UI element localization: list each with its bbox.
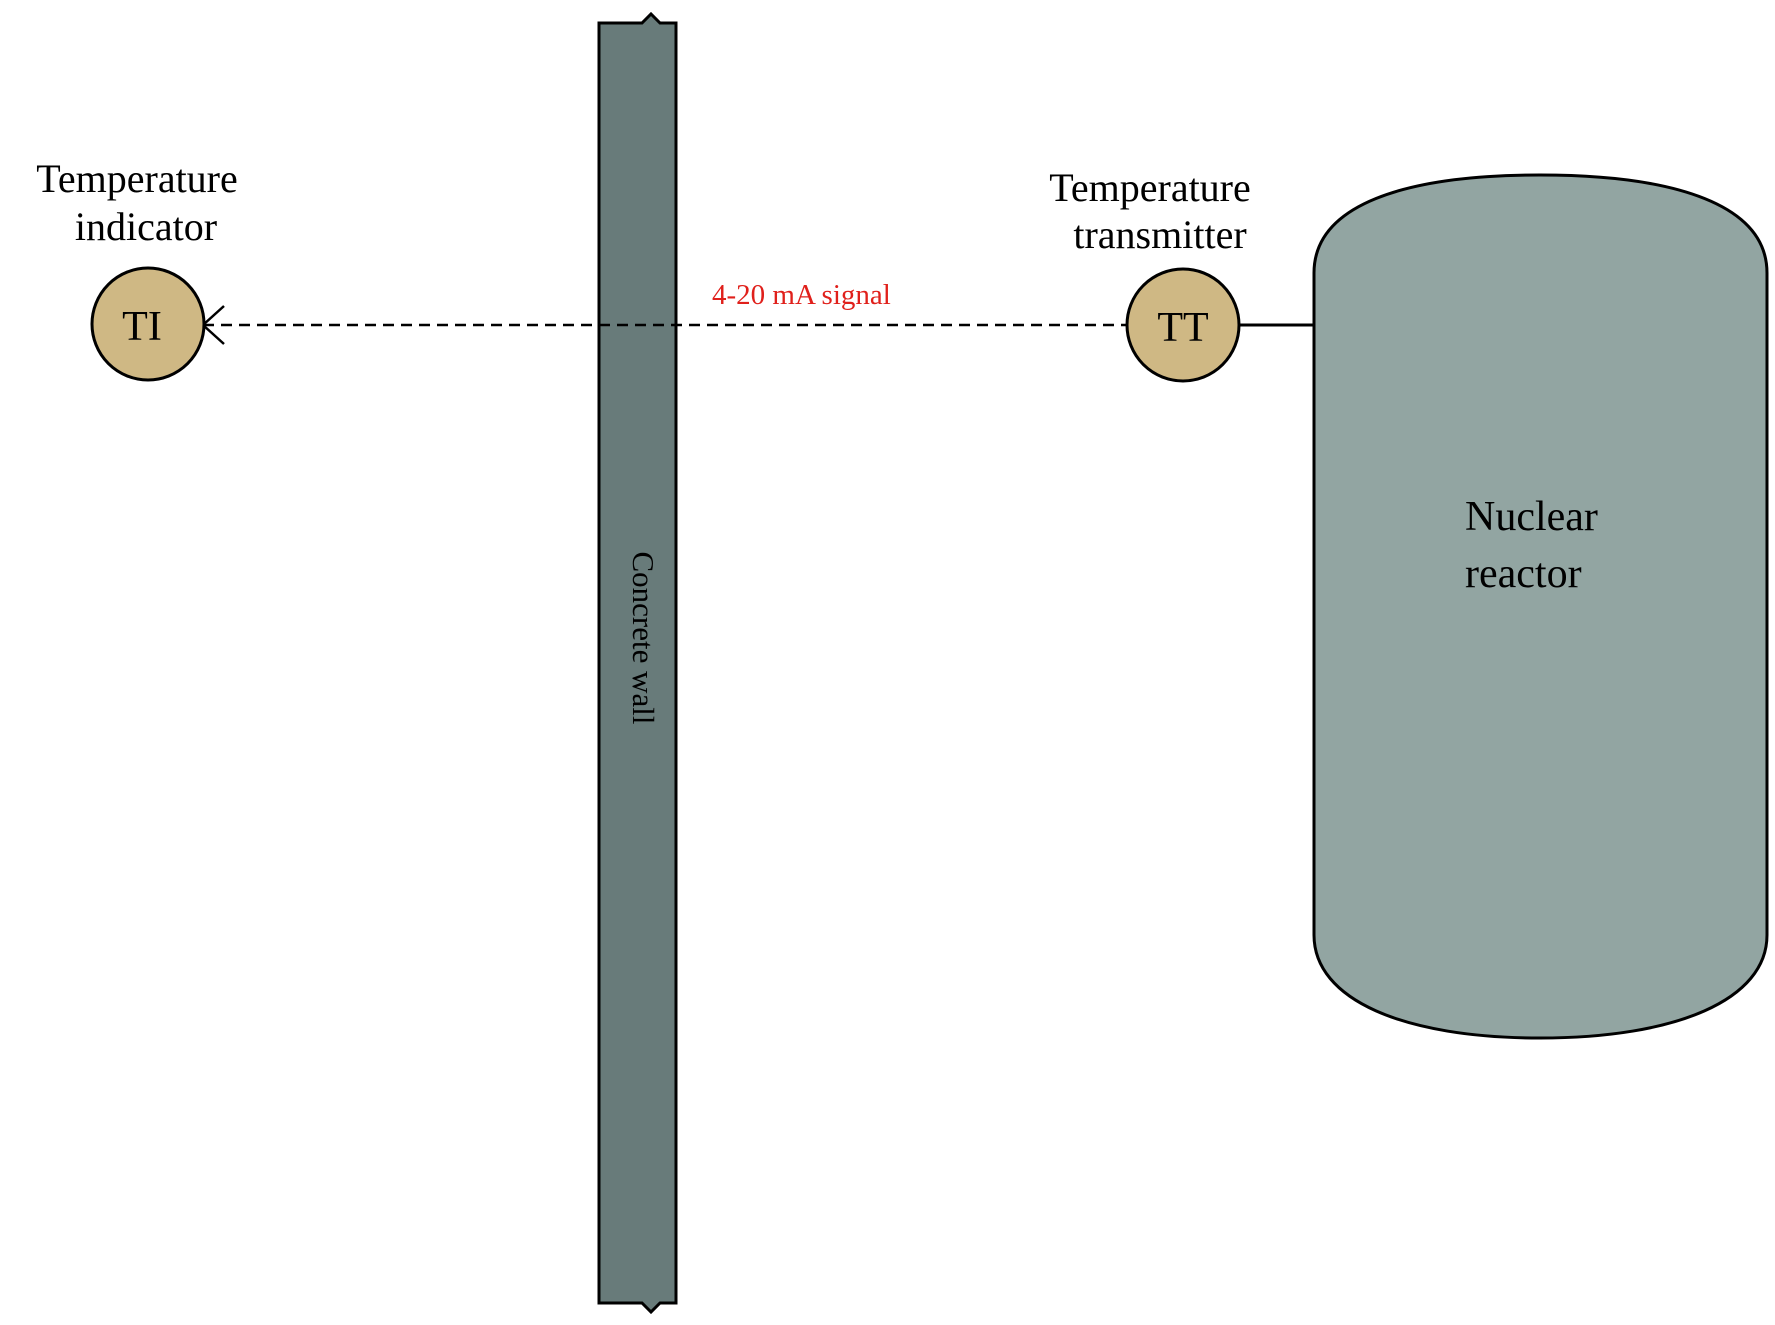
temperature-transmitter-caption-line2: transmitter xyxy=(1073,212,1246,257)
nuclear-reactor-label-line1: Nuclear xyxy=(1465,494,1598,540)
nuclear-reactor-vessel xyxy=(1312,173,1769,1040)
concrete-wall-label: Concrete wall xyxy=(626,551,661,724)
temperature-indicator: Temperature indicator TI xyxy=(36,156,238,382)
temperature-transmitter: Temperature transmitter TT xyxy=(1049,165,1251,383)
temperature-transmitter-tag: TT xyxy=(1157,305,1208,351)
concrete-wall-body xyxy=(597,11,678,1315)
temperature-indicator-bubble xyxy=(90,266,206,382)
concrete-wall: Concrete wall xyxy=(597,11,678,1315)
temperature-transmitter-bubble xyxy=(1125,267,1241,383)
temperature-indicator-caption-line2: indicator xyxy=(75,204,217,249)
signal-label: 4-20 mA signal xyxy=(712,279,891,311)
nuclear-reactor: Nuclear reactor xyxy=(1312,173,1769,1040)
nuclear-reactor-label-line2: reactor xyxy=(1465,551,1582,597)
temperature-transmitter-caption-line1: Temperature xyxy=(1049,165,1251,210)
temperature-indicator-caption-line1: Temperature xyxy=(36,156,238,201)
temperature-indicator-tag: TI xyxy=(122,304,162,350)
